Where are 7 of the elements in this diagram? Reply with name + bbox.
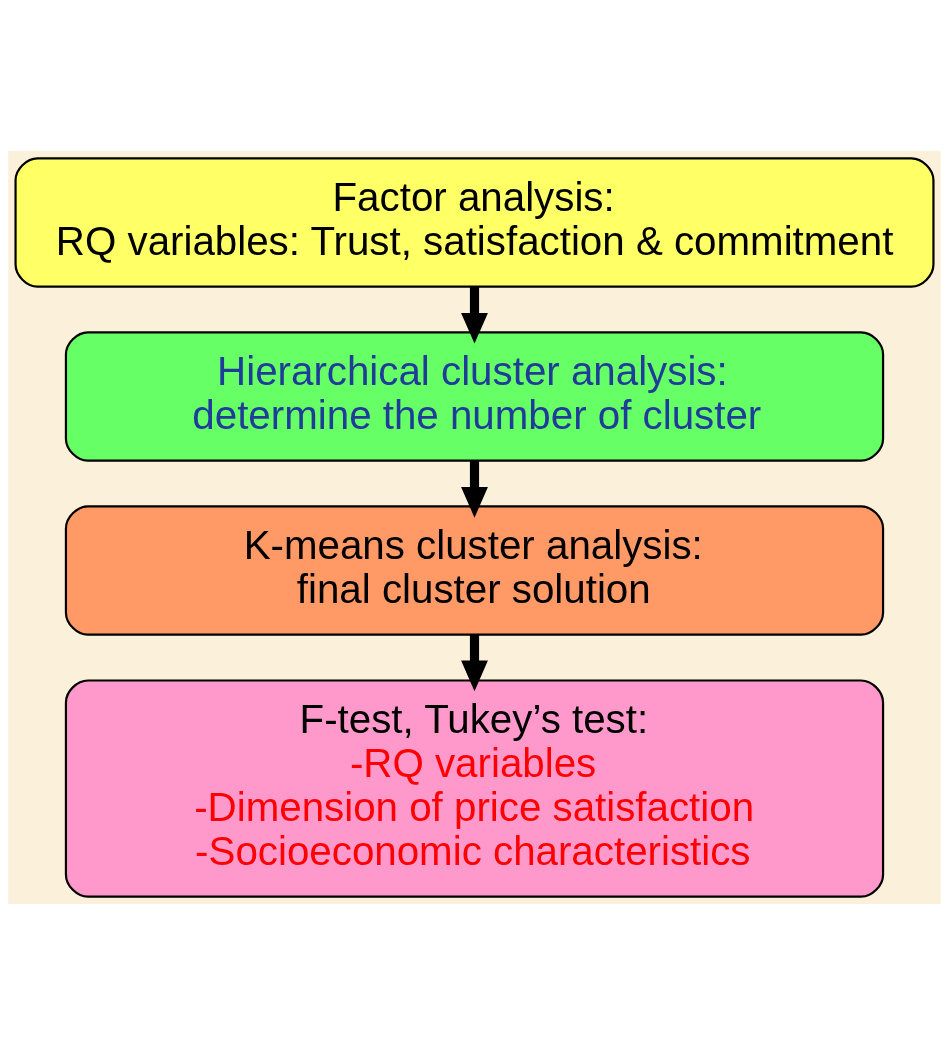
node-box: Hierarchical cluster analysis: determine the number of cluster	[64, 331, 885, 462]
node-box: Factor analysis: RQ variables: Trust, satisfaction & commitment	[14, 157, 935, 288]
node-box: F-test, Tukey’s test: -RQ variables -Dimension of price satisfaction -Socioeconomic characteristics	[64, 679, 885, 898]
arrow	[461, 460, 488, 518]
node-box: K-means cluster analysis: final cluster solution	[64, 505, 885, 636]
arrow	[461, 286, 488, 344]
arrow	[461, 634, 488, 692]
